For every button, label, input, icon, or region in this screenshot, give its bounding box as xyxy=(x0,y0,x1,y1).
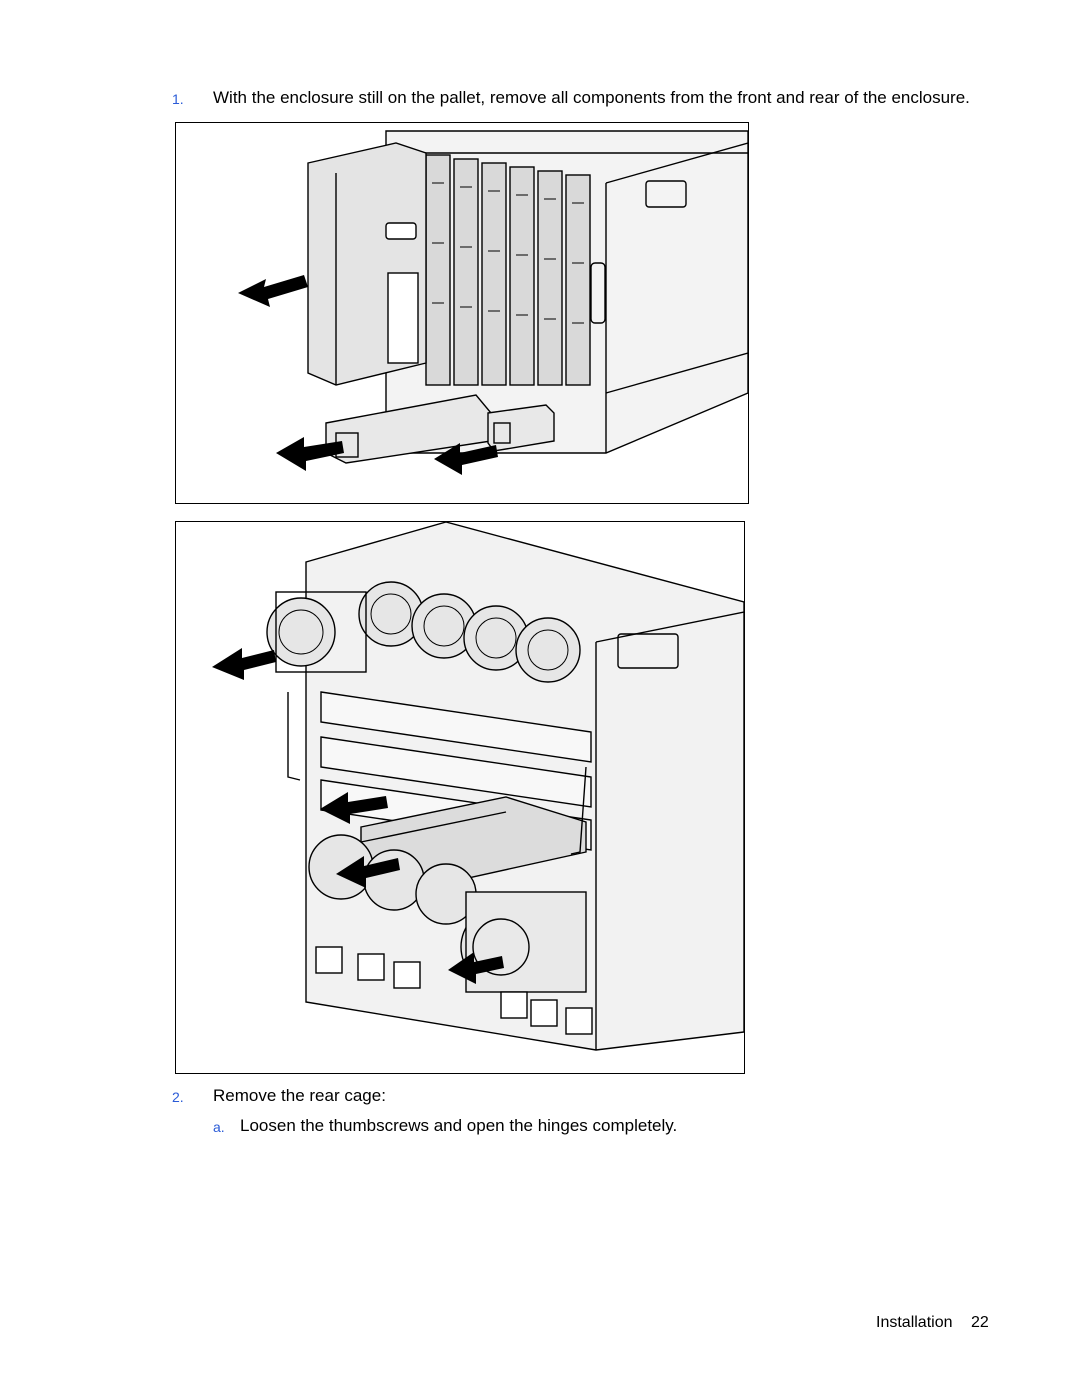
substep-a-text: Loosen the thumbscrews and open the hing… xyxy=(240,1116,678,1135)
substep-a-letter: a. xyxy=(213,1119,225,1135)
step-1-number: 1. xyxy=(172,91,184,107)
step-2-number: 2. xyxy=(172,1089,184,1105)
footer-section: Installation xyxy=(876,1314,953,1331)
rear-enclosure-illustration xyxy=(175,521,745,1074)
step-2-text: Remove the rear cage: xyxy=(213,1086,386,1105)
step-1-text: With the enclosure still on the pallet, … xyxy=(213,88,970,107)
page-number: 22 xyxy=(970,1314,989,1331)
front-enclosure-illustration xyxy=(175,122,749,504)
page-footer: Installation 22 xyxy=(876,1313,989,1333)
